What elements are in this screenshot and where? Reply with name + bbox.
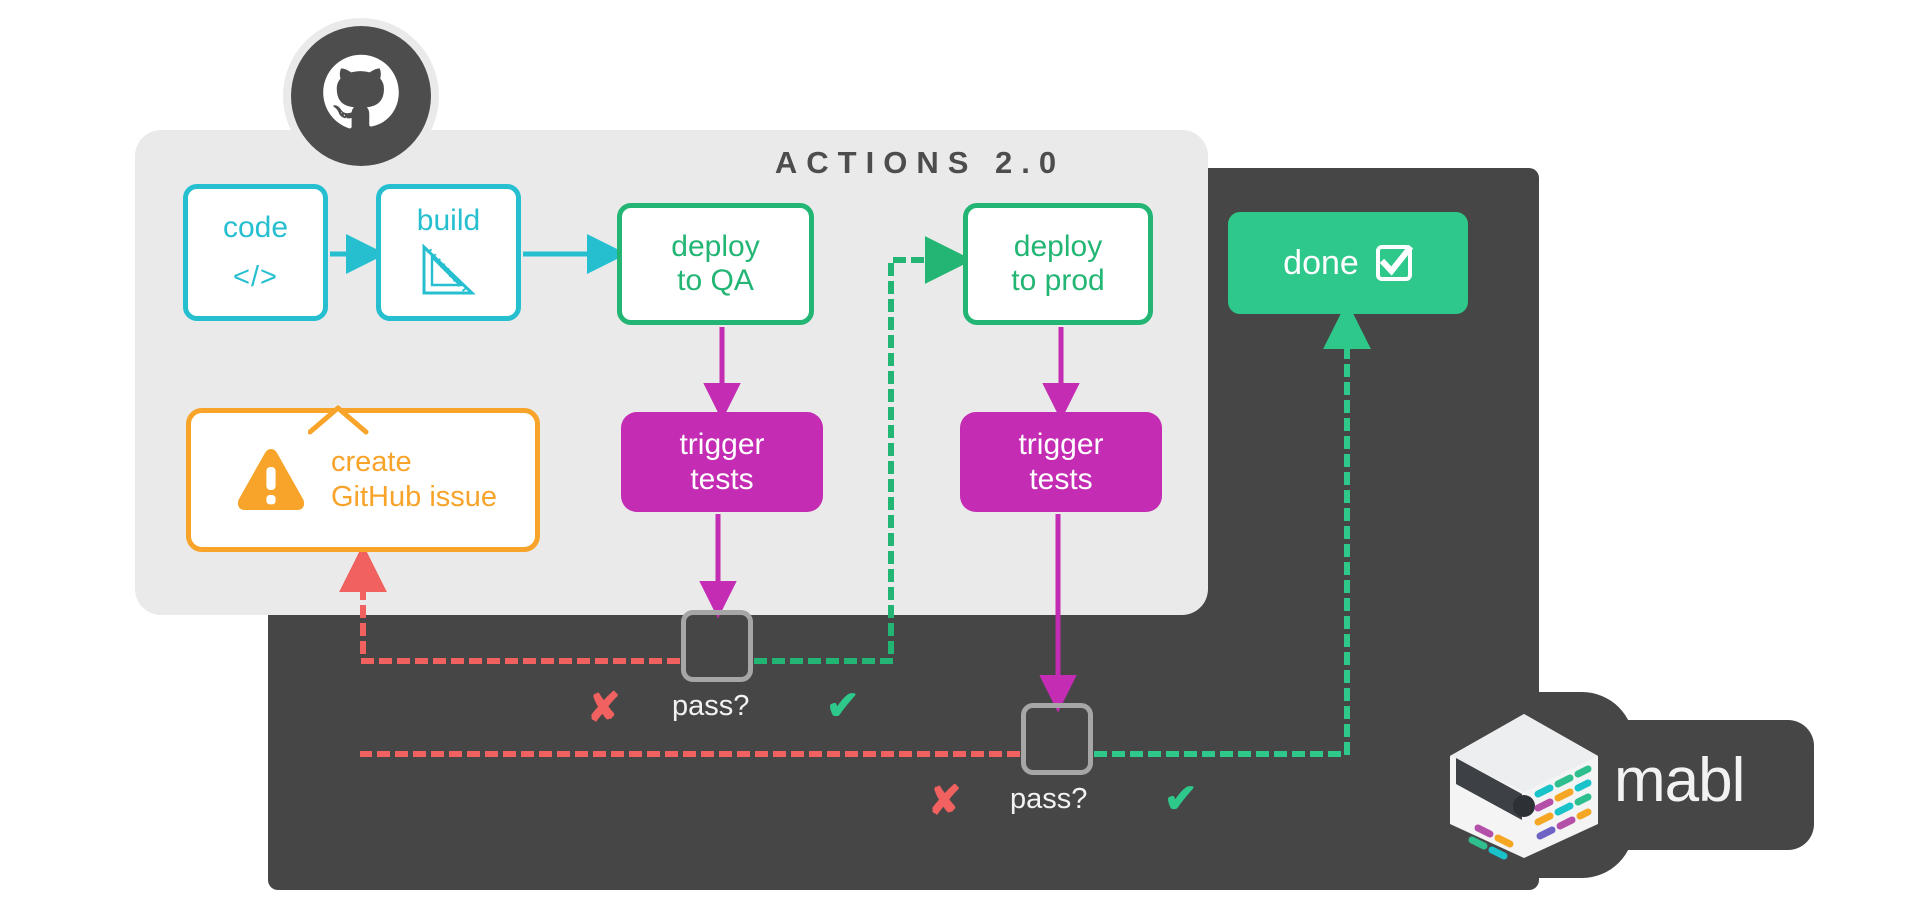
- callout-notch: [308, 405, 369, 441]
- mabl-cube-icon: [1450, 714, 1598, 860]
- node-trigger-tests-1-line2: tests: [690, 463, 754, 496]
- fail-mark-1: ✘: [587, 686, 621, 730]
- node-trigger-tests-2-line2: tests: [1029, 463, 1093, 496]
- node-trigger-tests-2[interactable]: trigger tests: [960, 412, 1162, 512]
- node-create-github-issue[interactable]: create GitHub issue: [186, 390, 540, 552]
- node-build[interactable]: build: [376, 184, 521, 321]
- node-create-github-issue-line1: create: [331, 446, 412, 479]
- node-code-label: code: [222, 210, 289, 244]
- node-trigger-tests-1[interactable]: trigger tests: [621, 412, 823, 512]
- checked-checkbox-icon: [1375, 244, 1413, 282]
- node-deploy-prod-line1: deploy: [1013, 229, 1103, 263]
- mabl-logo: mabl: [1414, 692, 1814, 878]
- decision-pass-2[interactable]: [1021, 703, 1093, 775]
- warning-triangle-icon: [237, 449, 305, 510]
- node-trigger-tests-2-line1: trigger: [1018, 427, 1104, 461]
- node-deploy-prod-line2: to prod: [1011, 264, 1105, 297]
- decision-pass-1-label: pass?: [672, 690, 750, 722]
- node-done-label: done: [1283, 243, 1359, 282]
- node-code[interactable]: code </>: [183, 184, 328, 321]
- github-octocat-logo: [283, 18, 439, 174]
- code-brackets-icon: </>: [233, 261, 278, 294]
- decision-pass-1[interactable]: [681, 610, 753, 682]
- page-title: ACTIONS 2.0: [774, 145, 1066, 180]
- octocat-icon: [323, 54, 399, 129]
- callout-text: create GitHub issue: [331, 445, 497, 515]
- node-deploy-prod[interactable]: deploy to prod: [963, 203, 1153, 325]
- node-build-label: build: [416, 204, 481, 238]
- set-square-ruler-icon: [422, 243, 476, 295]
- logo-circle: [291, 26, 431, 166]
- node-deploy-qa[interactable]: deploy to QA: [617, 203, 814, 325]
- node-deploy-qa-line2: to QA: [677, 264, 754, 297]
- mabl-wordmark: mabl: [1614, 746, 1745, 815]
- pass-mark-1: ✔: [826, 684, 860, 728]
- node-create-github-issue-line2: GitHub issue: [331, 481, 498, 513]
- node-deploy-qa-line1: deploy: [671, 229, 760, 263]
- decision-pass-2-label: pass?: [1010, 783, 1088, 815]
- node-trigger-tests-1-line1: trigger: [679, 427, 765, 461]
- node-done[interactable]: done: [1228, 212, 1468, 314]
- fail-mark-2: ✘: [928, 779, 962, 823]
- pass-mark-2: ✔: [1164, 777, 1198, 821]
